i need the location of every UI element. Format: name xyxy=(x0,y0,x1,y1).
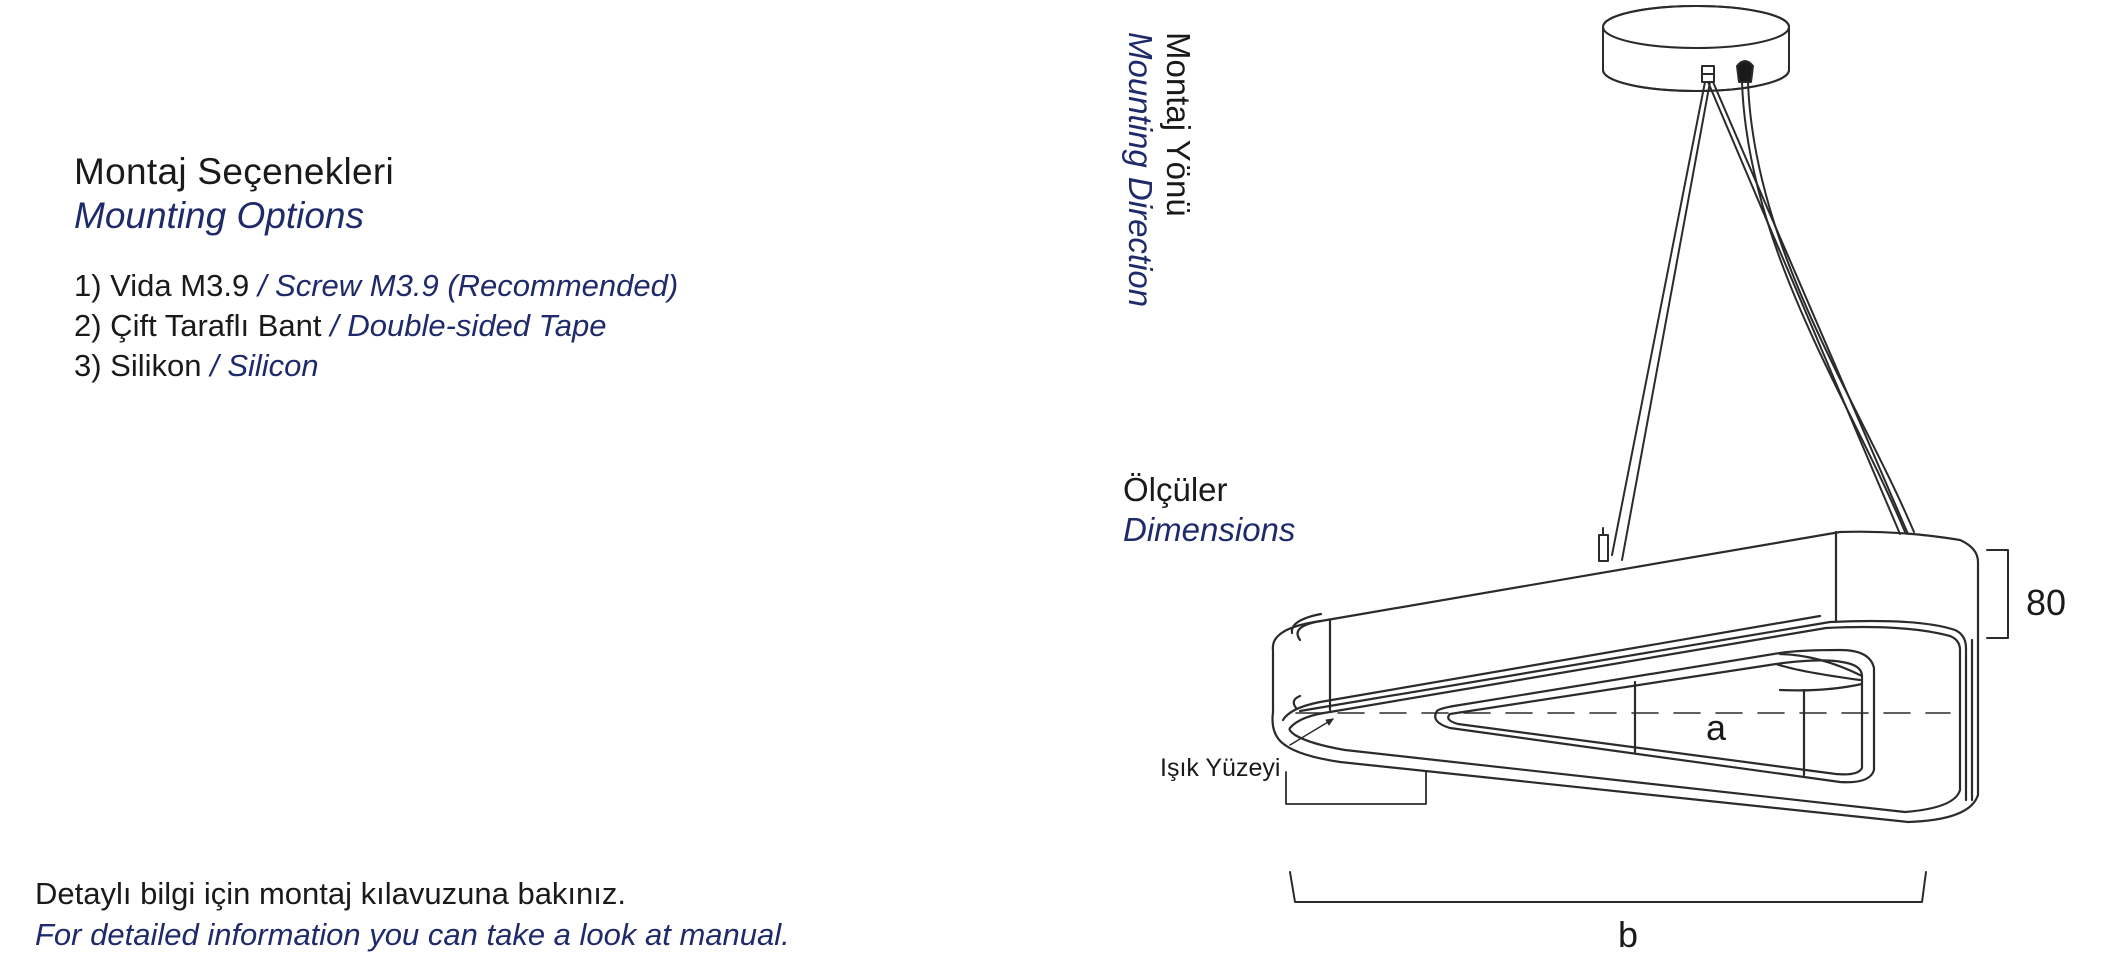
suspension-cables xyxy=(1598,81,1915,562)
mounting-options-list: 1) Vida M3.9 / Screw M3.9 (Recommended) … xyxy=(74,266,678,386)
mounting-options-title-en: Mounting Options xyxy=(74,195,365,236)
mounting-option-en: / Screw M3.9 (Recommended) xyxy=(249,268,679,303)
mounting-direction-label: Montaj Yönü Mounting Direction xyxy=(1120,32,1198,332)
mounting-options-section: Montaj Seçenekleri Mounting Options 1) V… xyxy=(74,150,678,386)
dimensions-title-tr: Ölçüler xyxy=(1123,471,1228,508)
mounting-option-item: 1) Vida M3.9 / Screw M3.9 (Recommended) xyxy=(74,266,678,306)
mounting-direction-tr: Montaj Yönü xyxy=(1160,32,1197,217)
ceiling-canopy xyxy=(1602,5,1790,92)
light-surface-label: Işık Yüzeyi xyxy=(1160,754,1281,782)
mounting-options-title-tr: Montaj Seçenekleri xyxy=(74,151,395,192)
mounting-option-en: / Double-sided Tape xyxy=(321,308,607,343)
mounting-direction-en: Mounting Direction xyxy=(1122,32,1159,308)
manual-note-tr: Detaylı bilgi için montaj kılavuzuna bak… xyxy=(35,876,627,911)
dimension-a-label: a xyxy=(1706,707,1727,748)
light-surface-leader xyxy=(1289,718,1334,746)
height-dimension-bracket xyxy=(1986,549,2009,639)
manual-note-en: For detailed information you can take a … xyxy=(35,917,790,952)
fixture-body xyxy=(1271,530,1980,824)
mounting-option-item: 3) Silikon / Silicon xyxy=(74,346,678,386)
mounting-option-tr: 1) Vida M3.9 xyxy=(74,268,250,303)
dimension-b-label: b xyxy=(1618,914,1639,955)
dimensions-title-en: Dimensions xyxy=(1123,511,1296,548)
light-surface-bracket xyxy=(1285,771,1427,805)
mounting-option-en: / Silicon xyxy=(201,348,319,383)
dimensions-label: Ölçüler Dimensions xyxy=(1123,470,1295,550)
mounting-option-item: 2) Çift Taraflı Bant / Double-sided Tape xyxy=(74,306,678,346)
mounting-option-tr: 2) Çift Taraflı Bant xyxy=(74,308,322,343)
manual-reference-note: Detaylı bilgi için montaj kılavuzuna bak… xyxy=(35,873,790,955)
mounting-option-tr: 3) Silikon xyxy=(74,348,202,383)
length-dimension-bracket xyxy=(1289,871,1927,903)
dimension-height-value: 80 xyxy=(2026,582,2067,623)
